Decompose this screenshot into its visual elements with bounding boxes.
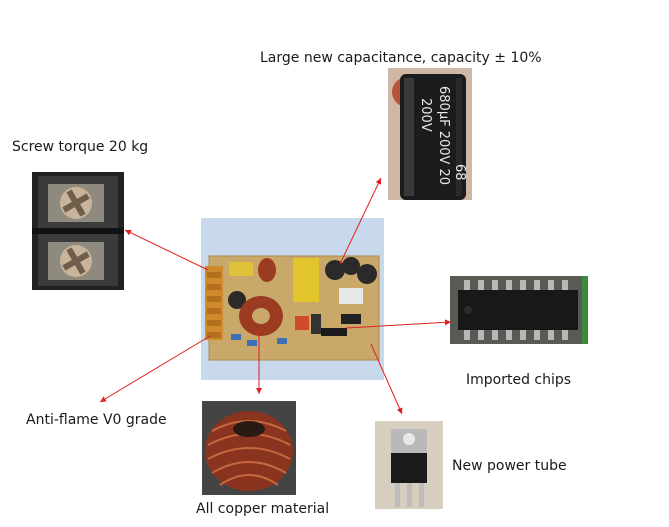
label-anti-flame: Anti-flame V0 grade [26,412,167,428]
label-capacitance: Large new capacitance, capacity ± 10% [260,50,542,66]
arrow-to-capacitor [339,177,382,265]
label-screw-torque: Screw torque 20 kg [12,139,149,155]
label-copper-material: All copper material [196,501,330,517]
screw-terminal-photo [32,172,124,290]
capacitor-photo: 200V 680µF 200V 20 68 [388,68,472,200]
power-board-photo [201,218,384,380]
ic-chip-photo [450,276,588,344]
label-power-tube: New power tube [452,458,567,474]
capacitor-print-2: 680µF 200V 20 [436,86,451,185]
copper-coil-photo [202,401,296,495]
arrow-to-power-tube [370,343,403,415]
arrow-to-ic-chip [345,319,452,329]
arrow-to-anti-flame [99,335,211,403]
arrow-to-screw-terminal [124,229,209,271]
capacitor-print-3: 68 [452,164,467,181]
label-imported-chips: Imported chips [466,372,572,388]
capacitor-print-1: 200V [418,98,433,132]
power-tube-photo [375,421,443,509]
